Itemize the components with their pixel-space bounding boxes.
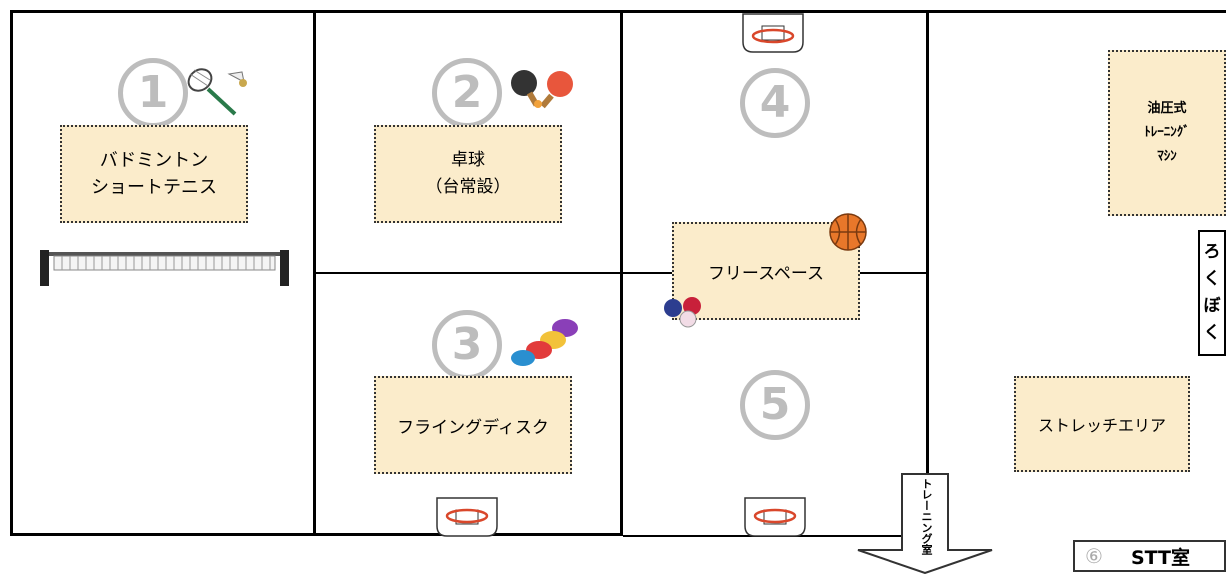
- basketball-icon: [829, 213, 867, 251]
- stt-room-label: STT室: [1130, 546, 1190, 569]
- rokuboku-wall-bars: ろ く ぼ く: [1198, 230, 1226, 356]
- ping-pong-paddles-icon: [511, 70, 573, 109]
- zone-2-label-line-2: （台常設）: [425, 177, 511, 197]
- outer-wall-top: [10, 10, 1226, 13]
- machine-label-line-3: ﾏｼﾝ: [1157, 149, 1177, 164]
- badminton-racket-icon: [187, 68, 237, 116]
- zone-number-4: 4: [740, 68, 810, 138]
- partition-4-5: [858, 272, 928, 274]
- flying-disc-icon: [511, 319, 578, 366]
- free-space-label: フリースペース: [707, 263, 825, 284]
- tennis-net-icon: [40, 250, 289, 286]
- zone-number-3: 3: [432, 310, 502, 380]
- partition-4-6: [926, 10, 929, 490]
- stt-room-label-box: ⑥ STT室: [1073, 540, 1226, 572]
- zone-3-label-box: フライングディスク: [374, 376, 572, 474]
- rokuboku-char: く: [1203, 323, 1221, 343]
- partition-1-2: [313, 10, 316, 536]
- shuttlecock-icon: [227, 71, 247, 87]
- basketball-hoop-icon: [436, 497, 498, 537]
- zone-1-label-line-2: ショートテニス: [91, 177, 217, 198]
- rokuboku-char: ろ: [1203, 242, 1221, 262]
- stretch-area-label: ストレッチエリア: [1037, 416, 1166, 435]
- basketball-hoop-icon: [742, 13, 804, 53]
- machine-label-line-1: 油圧式: [1147, 101, 1187, 116]
- arrow-down-icon: [857, 473, 993, 574]
- machine-label-line-2: ﾄﾚｰﾆﾝｸﾞ: [1144, 125, 1190, 140]
- basketball-hoop-icon: [744, 497, 806, 537]
- outer-wall-bottom: [10, 533, 623, 536]
- zone-2-label-box: 卓球 （台常設）: [374, 125, 562, 223]
- rokuboku-char: く: [1203, 269, 1221, 289]
- rokuboku-char: ぼ: [1203, 296, 1221, 316]
- hydraulic-machine-box: 油圧式 ﾄﾚｰﾆﾝｸﾞ ﾏｼﾝ: [1108, 50, 1226, 216]
- training-room-label: トレーニング室: [920, 478, 933, 555]
- free-space-box: フリースペース: [672, 222, 860, 320]
- zone-1-label-line-1: バドミントン: [99, 150, 209, 171]
- zone-3-label: フライングディスク: [397, 417, 549, 438]
- outer-wall-left: [10, 10, 13, 536]
- zone-number-2: 2: [432, 58, 502, 128]
- stt-room-number: ⑥: [1085, 544, 1103, 568]
- stretch-area-box: ストレッチエリア: [1014, 376, 1190, 472]
- zone-number-1: 1: [118, 58, 188, 128]
- zone-1-label-box: バドミントン ショートテニス: [60, 125, 248, 223]
- boccia-balls-icon: [664, 297, 701, 328]
- zone-2-label-line-1: 卓球: [451, 150, 485, 170]
- partition-2-3: [316, 272, 672, 274]
- zone-number-5: 5: [740, 370, 810, 440]
